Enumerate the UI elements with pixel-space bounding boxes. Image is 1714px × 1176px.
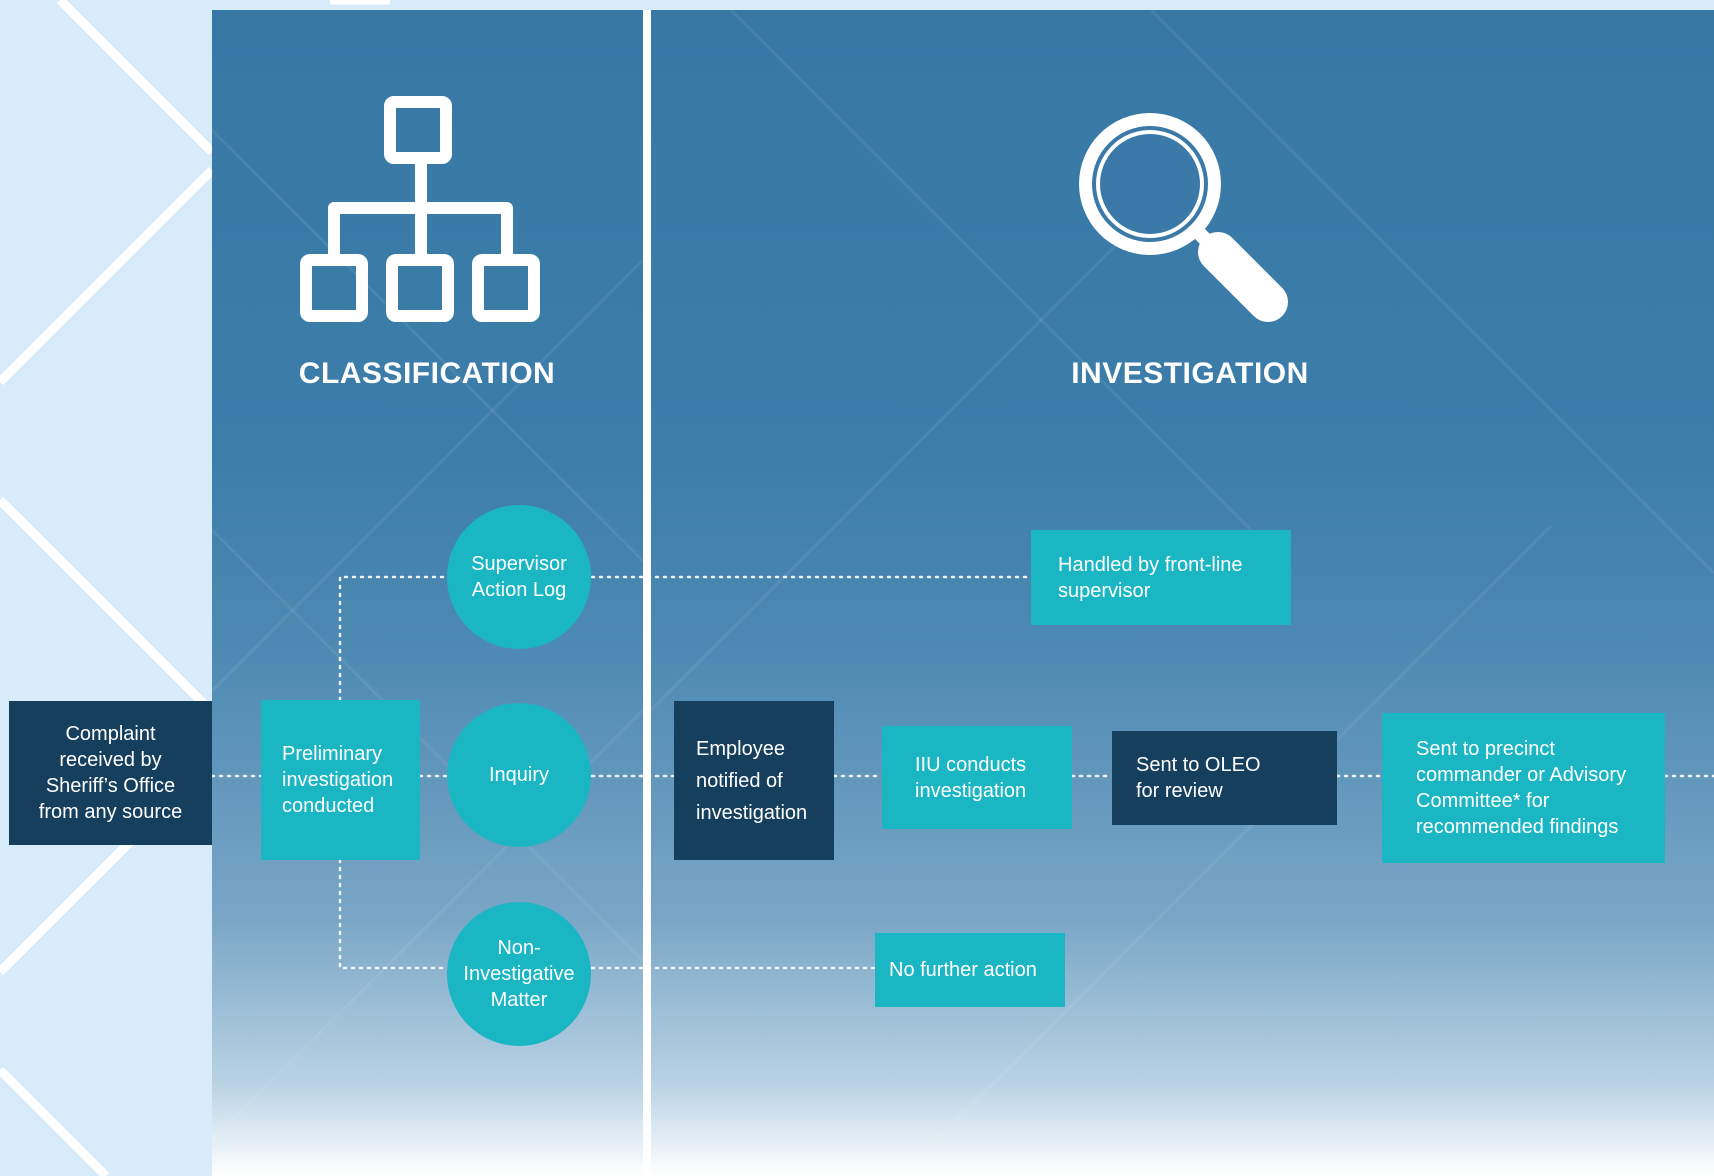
panel-pattern bbox=[212, 128, 643, 1143]
non-investigative-matter-node: Non- Investigative Matter bbox=[447, 902, 591, 1046]
investigation-heading: INVESTIGATION bbox=[1071, 357, 1309, 390]
iiu-conducts-text: IIU conducts investigation bbox=[915, 753, 1027, 802]
no-further-action-node: No further action bbox=[875, 933, 1065, 1007]
preliminary-investigation-text: Preliminary investigation conducted bbox=[282, 743, 394, 817]
supervisor-action-log-text: Supervisor Action Log bbox=[471, 553, 567, 601]
complaint-received-text: Complaint received by Sheriff’s Office f… bbox=[38, 723, 183, 823]
employee-notified-node: Employee notified of investigation bbox=[674, 701, 834, 860]
sent-to-precinct-node: Sent to precinct commander or Advisory C… bbox=[1382, 713, 1665, 863]
sent-to-oleo-text: Sent to OLEO for review bbox=[1136, 754, 1261, 802]
sent-to-oleo-node: Sent to OLEO for review bbox=[1112, 731, 1337, 825]
org-chart-icon bbox=[300, 96, 540, 322]
handled-by-supervisor-node: Handled by front-line supervisor bbox=[1031, 530, 1291, 625]
inquiry-node: Inquiry bbox=[447, 703, 591, 847]
complaint-received-node: Complaint received by Sheriff’s Office f… bbox=[9, 701, 212, 845]
panel-pattern bbox=[651, 10, 1714, 1176]
sent-to-precinct-text: Sent to precinct commander or Advisory C… bbox=[1416, 738, 1627, 838]
employee-notified-text: Employee notified of investigation bbox=[696, 737, 808, 824]
section-divider bbox=[643, 10, 651, 1176]
supervisor-action-log-node: Supervisor Action Log bbox=[447, 505, 591, 649]
handled-by-supervisor-text: Handled by front-line supervisor bbox=[1058, 553, 1243, 602]
classification-heading: CLASSIFICATION bbox=[298, 357, 556, 390]
non-investigative-matter-text: Non- Investigative Matter bbox=[463, 937, 575, 1011]
preliminary-investigation-node: Preliminary investigation conducted bbox=[261, 700, 420, 860]
iiu-conducts-node: IIU conducts investigation bbox=[882, 726, 1072, 829]
no-further-action-text: No further action bbox=[889, 959, 1037, 981]
magnifying-glass-icon bbox=[1079, 113, 1288, 322]
inquiry-text: Inquiry bbox=[488, 764, 550, 786]
